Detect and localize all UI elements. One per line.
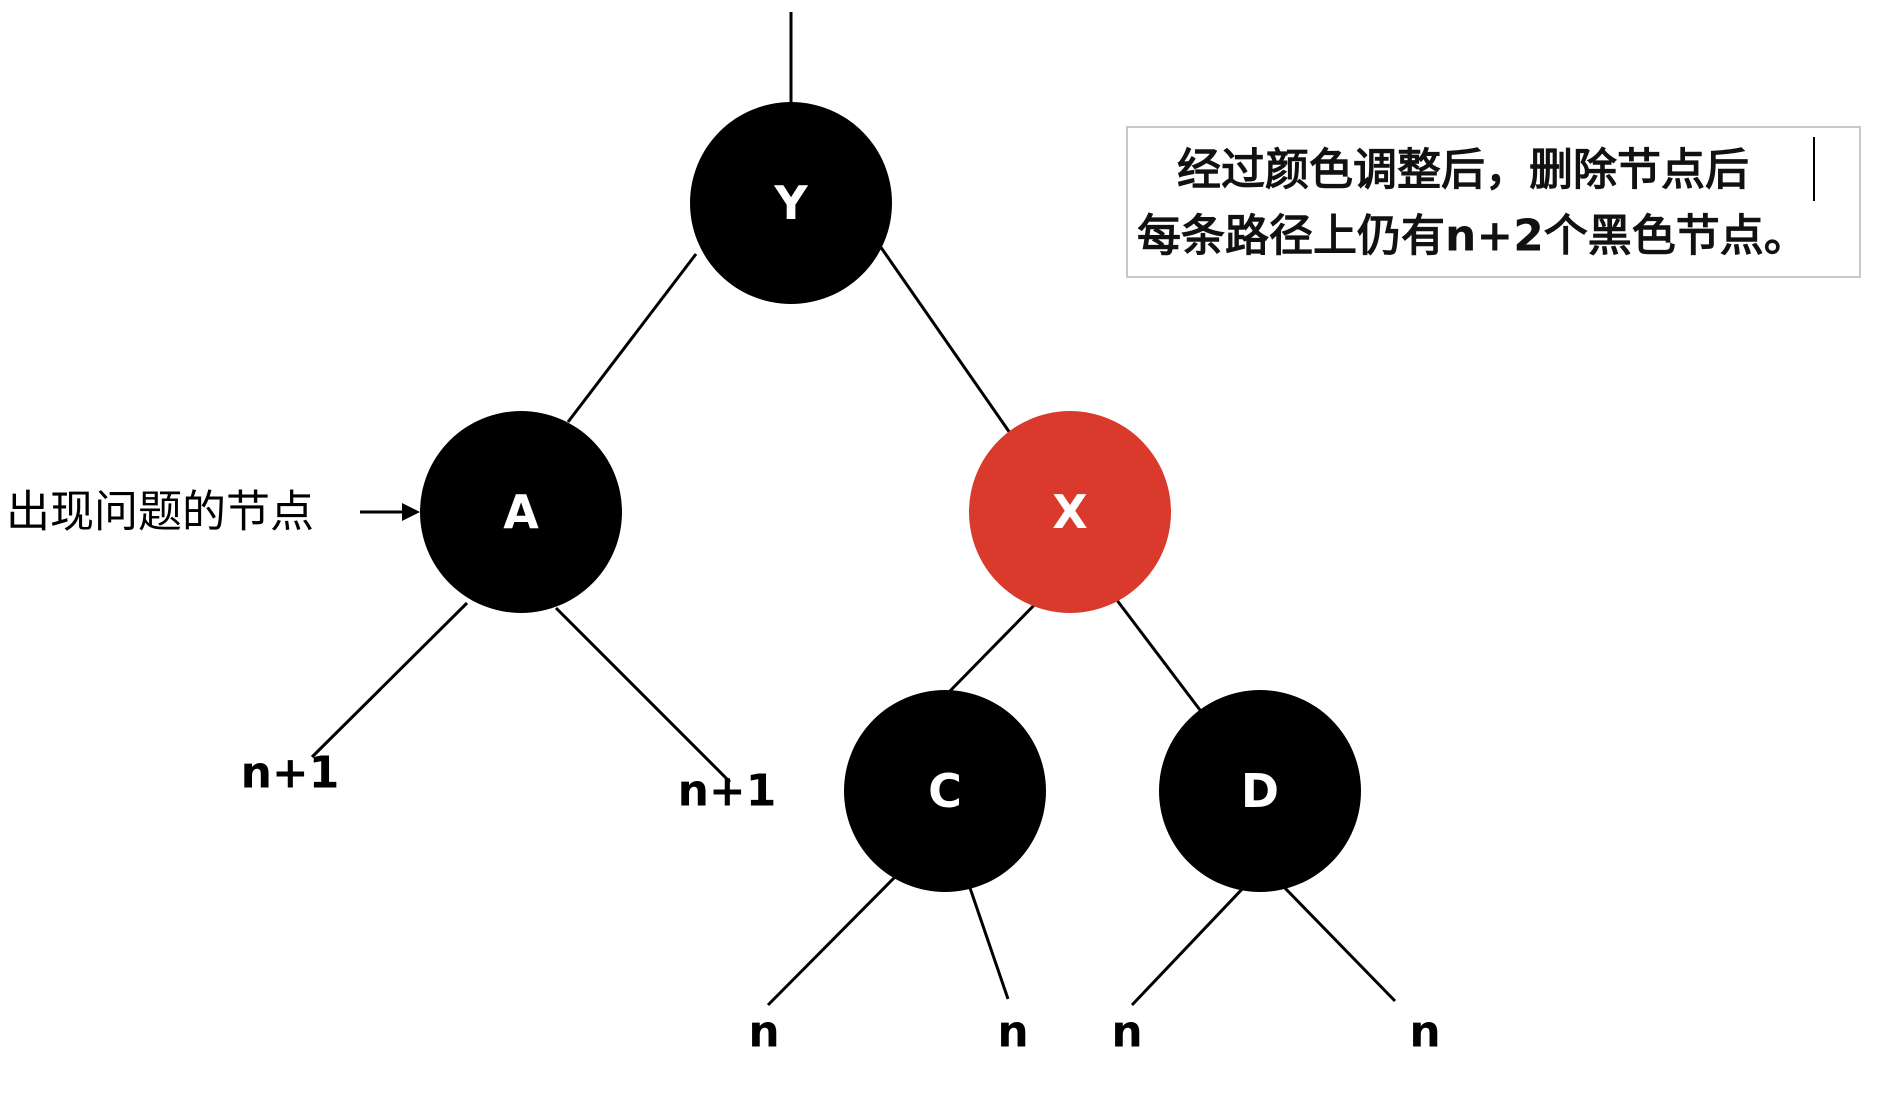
- node-x: X: [969, 411, 1171, 613]
- leaf-c-right: n: [997, 1007, 1028, 1058]
- node-y-label: Y: [773, 176, 808, 230]
- edge-d-left-leaf: [1130, 883, 1248, 1007]
- node-c: C: [844, 690, 1046, 892]
- leaf-a-left: n+1: [241, 748, 340, 799]
- problem-arrow-head: [402, 503, 420, 521]
- node-y-circle: [690, 102, 892, 304]
- node-d: D: [1159, 690, 1361, 892]
- edge-c-right-leaf: [967, 884, 1010, 1000]
- node-c-circle: [844, 690, 1046, 892]
- leaf-d-left: n: [1111, 1007, 1142, 1058]
- problem-node-label: 出现问题的节点: [6, 487, 314, 538]
- node-a-label: A: [503, 485, 539, 539]
- leaf-c-left: n: [748, 1007, 779, 1058]
- edge-a-left-leaf: [310, 601, 469, 759]
- leaf-a-right: n+1: [678, 766, 777, 817]
- note-box: 经过颜色调整后，删除节点后 每条路径上仍有n+2个黑色节点。: [1126, 126, 1861, 278]
- note-line-2: 每条路径上仍有n+2个黑色节点。: [1137, 211, 1808, 262]
- edge-d-right-leaf: [1280, 883, 1397, 1003]
- node-a-circle: [420, 411, 622, 613]
- node-c-label: C: [928, 764, 962, 818]
- edge-y-x: [878, 245, 1012, 434]
- edge-x-c: [948, 592, 1047, 693]
- node-x-circle: [969, 411, 1171, 613]
- node-d-circle: [1159, 690, 1361, 892]
- node-y: Y: [690, 102, 892, 304]
- leaf-d-right: n: [1409, 1007, 1440, 1058]
- node-a: A: [420, 411, 622, 613]
- edge-x-d: [1105, 586, 1202, 711]
- note-box-frame: [1126, 126, 1861, 278]
- edge-c-left-leaf: [766, 875, 897, 1007]
- edge-a-right-leaf: [554, 606, 732, 784]
- edge-y-a: [566, 253, 698, 423]
- node-d-label: D: [1241, 764, 1279, 818]
- note-line-1: 经过颜色调整后，删除节点后: [1177, 145, 1749, 196]
- node-x-label: X: [1052, 485, 1087, 539]
